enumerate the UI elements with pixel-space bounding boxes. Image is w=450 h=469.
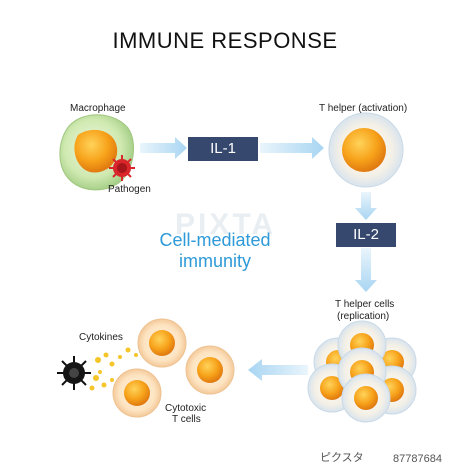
label-t-cells: T cells	[172, 414, 201, 425]
cytotoxic-t-cells	[112, 318, 235, 418]
arrow-to-t-helper	[260, 137, 324, 159]
page-title: IMMUNE RESPONSE	[112, 28, 338, 53]
footer-brand: ピクスタ	[320, 452, 364, 464]
t-helper-activation-cell	[328, 112, 404, 188]
virus-icon	[57, 356, 91, 390]
label-macrophage: Macrophage	[70, 103, 126, 114]
label-t-helper-activation: T helper (activation)	[319, 103, 408, 114]
arrow-to-il2	[355, 192, 377, 220]
watermark-pixta: PIXTA	[175, 208, 277, 241]
arrow-to-replication	[355, 248, 377, 292]
pathogen-virus-icon	[109, 155, 135, 181]
t-helper-cells-cluster	[307, 320, 417, 423]
label-cytotoxic: Cytotoxic	[165, 403, 207, 414]
label-cytokines: Cytokines	[79, 332, 123, 343]
arrow-to-il1	[140, 137, 187, 159]
label-t-helper-cells: T helper cells	[335, 299, 395, 310]
center-line1: Cell-mediated	[159, 230, 271, 250]
footer-id: 87787684	[393, 453, 442, 465]
arrow-to-cytotoxic	[248, 359, 308, 381]
label-pathogen: Pathogen	[108, 184, 151, 195]
label-replication: (replication)	[337, 311, 390, 322]
il2-box: IL-2	[336, 223, 396, 247]
center-line2: immunity	[178, 251, 251, 271]
il1-box: IL-1	[188, 137, 258, 161]
cell-mediated-immunity-title: Cell-mediated immunity	[130, 230, 300, 272]
cytokine-dots	[89, 347, 138, 391]
